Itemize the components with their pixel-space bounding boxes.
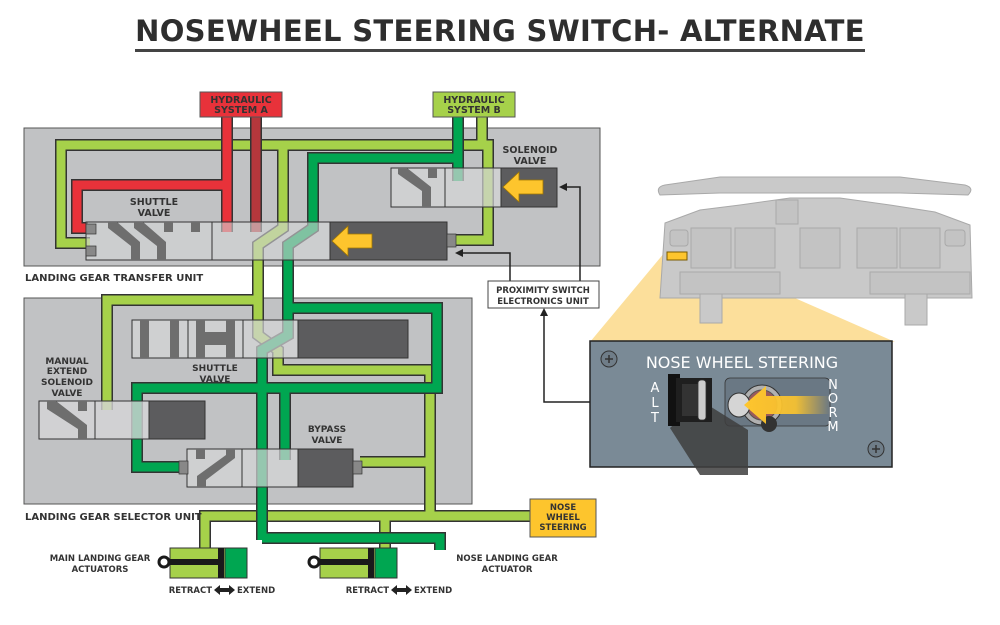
nws-label-2: WHEEL [546,513,580,523]
selector-shuttle-label-1: SHUTTLE [192,364,238,374]
system-b-light-line [56,117,487,248]
page-title: NOSEWHEEL STEERING SWITCH- ALTERNATE [0,14,1000,52]
nws-switch-location-marker [666,251,688,261]
signal-arrowhead [540,308,548,316]
proximity-switch-unit-box [487,280,600,309]
norm-label-n: N [828,378,838,393]
cockpit-panel-illustration [657,176,973,326]
norm-label-o: O [828,392,838,407]
selector-shuttle-valve [131,319,409,359]
nose-actuator-label-1: NOSE LANDING GEAR [456,554,558,564]
signal-arrowhead [559,183,567,191]
transfer-unit-label: LANDING GEAR TRANSFER UNIT [25,273,203,284]
signal-arrowhead [455,249,463,257]
nws-label-1: NOSE [550,503,576,513]
manual-extend-label-2: EXTEND [47,367,87,377]
norm-label-m: M [827,420,838,435]
nws-label-3: STEERING [539,523,586,533]
main-retract-label: RETRACT [169,586,213,596]
page-title-text: NOSEWHEEL STEERING SWITCH- ALTERNATE [135,14,865,52]
proximity-label-2: ELECTRONICS UNIT [497,297,589,307]
main-actuator-label-2: ACTUATORS [72,565,129,575]
nose-gear-actuator [307,547,398,579]
main-double-arrow-icon [214,585,235,595]
manual-extend-label-1: MANUAL [45,357,88,367]
main-extend-label: EXTEND [237,586,275,596]
transfer-shuttle-valve [85,221,457,261]
screw-icon [600,350,618,368]
solenoid-valve [390,167,558,208]
bypass-valve [178,448,363,488]
proximity-label-1: PROXIMITY SWITCH [496,286,590,296]
selector-unit-label: LANDING GEAR SELECTOR UNIT [25,512,202,523]
nose-double-arrow-icon [391,585,412,595]
transfer-shuttle-label-1: SHUTTLE [130,197,178,208]
hydraulic-system-a-box [199,91,283,118]
alt-label-t: T [650,411,659,426]
switch-panel-title: NOSE WHEEL STEERING [646,353,838,372]
hydraulic-system-b-box [432,91,516,118]
signal-lines [462,186,596,403]
norm-label-r: R [828,406,837,421]
selector-shuttle-label-2: VALVE [200,375,231,385]
manual-extend-label-3: SOLENOID [41,378,93,388]
system-a-label-2: SYSTEM A [214,105,268,116]
main-gear-actuator [157,547,248,579]
system-b-light-line [102,295,258,410]
system-b-pressure-line [262,533,445,550]
nose-wheel-steering-box [529,498,597,538]
nose-extend-label: EXTEND [414,586,452,596]
system-a-label-1: HYDRAULIC [210,95,271,106]
transfer-shuttle-label-2: VALVE [138,208,171,219]
switch-direction-arrow-icon [744,386,830,424]
nose-wheel-steering-switch-panel: NOSE WHEEL STEERING A L T N O R M [589,340,893,475]
alt-label-a: A [651,381,660,396]
system-b-light-line [200,462,435,548]
bypass-label-1: BYPASS [308,425,346,435]
screw-icon [867,440,885,458]
manual-extend-label-4: VALVE [52,389,83,399]
shuttle-arrow-icon [331,225,373,257]
nose-actuator-label-2: ACTUATOR [482,565,533,575]
system-b-label-1: HYDRAULIC [443,95,504,106]
nose-retract-label: RETRACT [346,586,390,596]
solenoid-label-1: SOLENOID [503,145,558,156]
manual-extend-solenoid-valve [38,400,206,440]
solenoid-arrow-icon [502,171,544,203]
solenoid-label-2: VALVE [514,156,547,167]
alt-label-l: L [651,396,659,411]
bypass-label-2: VALVE [312,436,343,446]
main-actuator-label-1: MAIN LANDING GEAR [50,554,151,564]
system-b-label-2: SYSTEM B [447,105,501,116]
